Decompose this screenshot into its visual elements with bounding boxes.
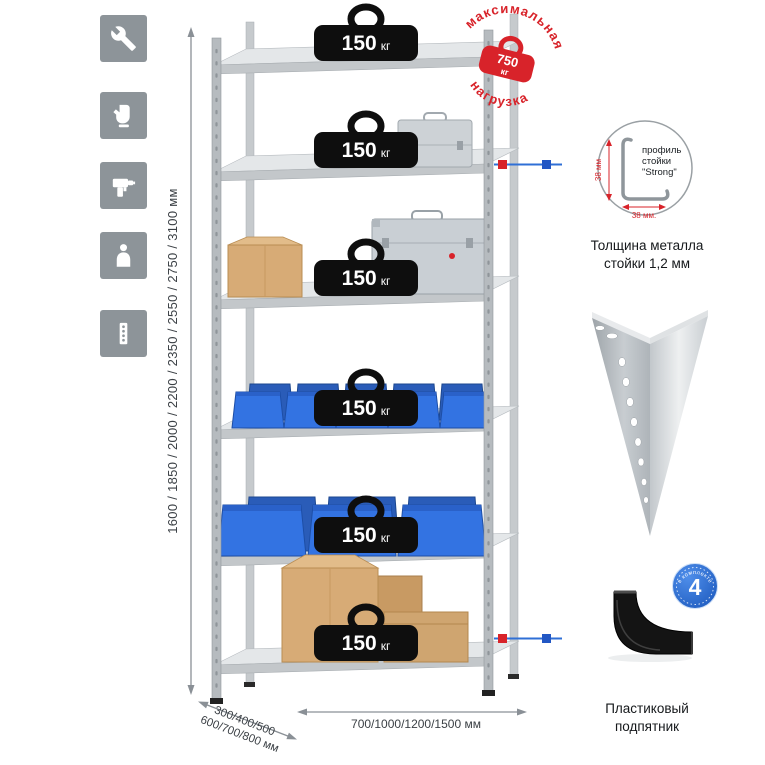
angle-post-image	[592, 310, 708, 536]
drill-icon	[112, 178, 136, 197]
cardboard-box	[227, 236, 303, 298]
foot-caption-line1: Пластиковый	[605, 701, 689, 716]
height-dimension-line	[187, 27, 195, 695]
profile-detail: 38 мм 38 мм. профиль стойки "Strong"	[594, 120, 693, 220]
person-icon	[116, 244, 131, 267]
thickness-caption: Толщина металла стойки 1,2 мм	[572, 237, 722, 273]
feature-box-drill	[100, 162, 147, 209]
profile-label-3: "Strong"	[642, 167, 677, 178]
angle-post-holes	[595, 325, 649, 504]
rack-post-icon	[119, 322, 128, 345]
feature-box-person	[100, 232, 147, 279]
quantity-badge: 4 в комплекте	[672, 563, 718, 609]
thickness-caption-line2: стойки 1,2 мм	[603, 255, 691, 271]
feature-box-gloves	[100, 92, 147, 139]
badge-quantity: 4	[689, 574, 702, 600]
thickness-caption-line1: Толщина металла	[590, 238, 704, 253]
foot-caption: Пластиковый подпятник	[572, 700, 722, 736]
height-dimension-values: 1600 / 1850 / 2000 / 2200 / 2350 / 2550 …	[165, 188, 180, 534]
profile-label-1: профиль	[642, 145, 681, 156]
svg-text:кг: кг	[500, 66, 510, 78]
rack-back-posts	[244, 13, 519, 687]
profile-dim-horizontal-label: 38 мм.	[632, 211, 656, 220]
plastic-foot-image	[608, 590, 693, 662]
profile-label-2: стойки	[642, 156, 671, 167]
wrench-icon	[111, 26, 136, 51]
stamp-weight-icon: 750 кг	[478, 35, 535, 83]
feature-box-tools	[100, 15, 147, 62]
depth-dimension-line	[198, 701, 297, 740]
foot-callout-marks	[494, 634, 562, 643]
profile-dim-vertical	[606, 139, 612, 201]
profile-dim-vertical-label: 38 мм	[594, 159, 603, 181]
rack-front-posts	[210, 29, 495, 704]
profile-callout-marks	[494, 160, 562, 169]
profile-corner-drawing	[621, 137, 670, 201]
feature-box-rack	[100, 310, 147, 357]
gloves-icon	[113, 104, 130, 128]
width-dimension-values: 700/1000/1200/1500 мм	[351, 717, 481, 731]
profile-dim-horizontal	[622, 204, 666, 210]
width-dimension-line	[297, 708, 527, 716]
svg-text:750: 750	[495, 51, 520, 71]
foot-caption-line2: подпятник	[614, 718, 680, 734]
